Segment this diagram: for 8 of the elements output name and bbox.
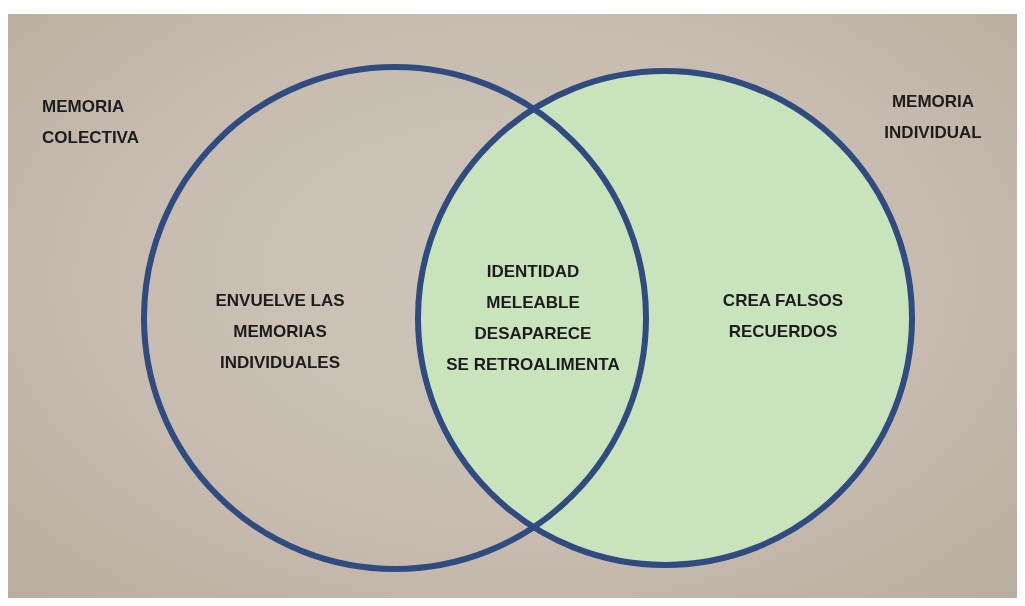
set-description: ENVUELVE LAS MEMORIAS INDIVIDUALES [214,290,346,374]
set-title: MEMORIA INDIVIDUAL [883,91,983,144]
intersection-text: SE RETROALIMENTA [446,354,620,376]
intersection-text: MELEABLE [486,292,580,314]
set-description: CREA FALSOS RECUERDOS [721,290,845,343]
set-title: MEMORIA COLECTIVA [42,96,140,149]
intersection-text: DESAPARECE [474,323,592,345]
intersection-text: IDENTIDAD [486,261,580,283]
